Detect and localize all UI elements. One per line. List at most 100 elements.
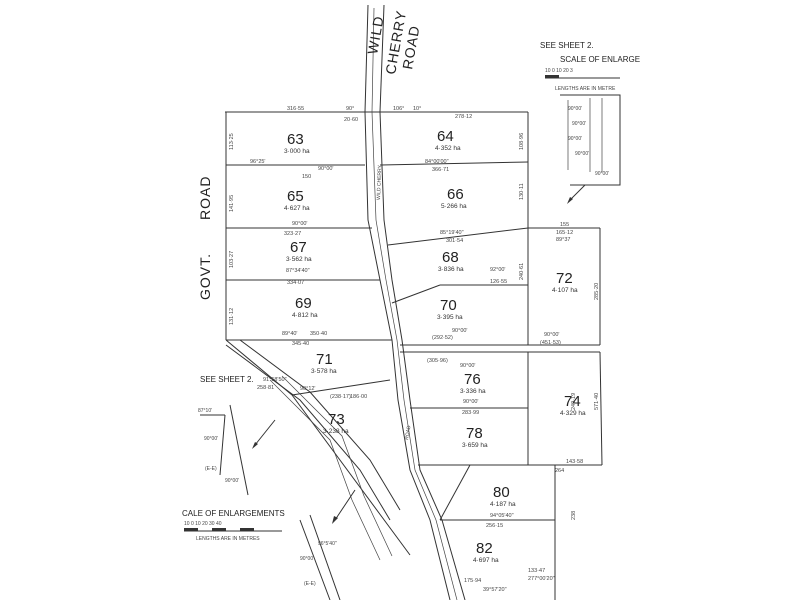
dim-label: 20·60 [344, 117, 358, 123]
dim-label: 90°00' [292, 221, 308, 227]
dim-label: 186·00 [350, 394, 367, 400]
dim-label: 256·15 [486, 523, 503, 529]
lot-73-area: 3·238 ha [323, 428, 349, 435]
lot-74-area: 4·329 ha [560, 410, 586, 417]
lot-65-number: 65 [287, 188, 304, 205]
dim-label: 94°05'40" [490, 513, 514, 519]
lot-labels: 63 3·000 ha 64 4·352 ha 65 4·627 ha 66 5… [284, 128, 586, 564]
dim-label: 277°00'20" [528, 576, 555, 582]
road-label-govt-road: ROAD [197, 176, 213, 220]
dim-label: 316·55 [287, 106, 304, 112]
lot-74-number: 74 [564, 393, 581, 410]
dim-label: 141·95 [229, 195, 235, 212]
inset-dim: 90°00' [225, 478, 239, 484]
road-labels: WILD CHERRY ROAD GOVT. ROAD WILD CHERRY … [197, 9, 423, 440]
dim-label: 90°00' [544, 332, 560, 338]
dim-label: 90° [346, 106, 354, 112]
dim-label: 366·71 [432, 167, 449, 173]
dim-label: 39°57'20" [483, 587, 507, 593]
lot-63-area: 3·000 ha [284, 148, 310, 155]
lot-67-area: 3·562 ha [286, 256, 312, 263]
dim-label: 278·12 [455, 114, 472, 120]
dim-label: 334·07 [287, 280, 304, 286]
dim-label: (305·96) [427, 358, 448, 364]
inset-dim: 87°10' [198, 408, 212, 414]
dim-label: 10° [413, 106, 421, 112]
lot-68-area: 3·836 ha [438, 266, 464, 273]
inset-dim: 90°00' [300, 556, 314, 562]
dim-label: 143·58 [566, 459, 583, 465]
lot-64-number: 64 [437, 128, 454, 145]
dim-label: 96°25' [250, 159, 266, 165]
dim-label: 131·12 [229, 308, 235, 325]
lot-69-area: 4·812 ha [292, 312, 318, 319]
dim-label: 249·19 [571, 393, 577, 410]
dim-label: 103·27 [229, 251, 235, 268]
lot-73-number: 73 [328, 411, 345, 428]
lot-72-area: 4·107 ha [552, 287, 578, 294]
arrow-head [332, 516, 338, 524]
dim-label: 91°58'50" [263, 377, 287, 383]
top-inset: SEE SHEET 2. SCALE OF ENLARGE 10 0 10 20… [540, 41, 640, 204]
lot-76-area: 3·336 ha [460, 388, 486, 395]
lot-80-area: 4·187 ha [490, 501, 516, 508]
dim-label: 90°00' [452, 328, 468, 334]
lot-76-number: 76 [464, 371, 481, 388]
wild-cherry-road [364, 4, 466, 600]
inset-dim: (E-E) [205, 466, 217, 472]
dim-label: 283·99 [462, 410, 479, 416]
lot-72-number: 72 [556, 270, 573, 287]
lot-71-number: 71 [316, 351, 333, 368]
scale-bottom-title: CALE OF ENLARGEMENTS [182, 509, 285, 518]
lot-80-number: 80 [493, 484, 510, 501]
lot-66-area: 5·266 ha [441, 203, 467, 210]
dim-label: 87°34'40" [286, 268, 310, 274]
dim-label: 323·27 [284, 231, 301, 237]
dim-label: 175·94 [464, 578, 481, 584]
inset-dim: 90°00' [568, 106, 582, 112]
see-sheet-top: SEE SHEET 2. [540, 41, 594, 50]
dim-label: 85°19'40" [440, 230, 464, 236]
lot-69-number: 69 [295, 295, 312, 312]
lot-63-number: 63 [287, 131, 304, 148]
dim-label: 240·61 [519, 263, 525, 280]
parcel-boundaries [225, 111, 603, 600]
dim-label: 89°40' [282, 331, 298, 337]
lot-82-number: 82 [476, 540, 493, 557]
dim-label: 345·40 [292, 341, 309, 347]
road-label-road: ROAD [399, 24, 422, 71]
lot-78-area: 3·659 ha [462, 442, 488, 449]
lot-70-area: 3·395 ha [437, 314, 463, 321]
scale-top-ticks: 10 0 10 20 3 [545, 68, 573, 74]
dim-label: 264 [555, 468, 564, 474]
lot-64-area: 4·352 ha [435, 145, 461, 152]
arrow-line [334, 489, 356, 521]
dim-label: 155 [560, 222, 569, 228]
bottom-scale: CALE OF ENLARGEMENTS 10 0 10 20 30 40 LE… [182, 509, 285, 542]
dim-label: 571·40 [594, 393, 600, 410]
scale-top-title: SCALE OF ENLARGE [560, 55, 640, 64]
dim-label: 130·11 [519, 183, 525, 200]
dim-label: 90°12' [300, 386, 316, 392]
dim-label: 90°00' [463, 399, 479, 405]
left-inset: SEE SHEET 2. 87°10' 90°00' (E-E) 90°00' [198, 375, 276, 496]
dim-label: 90°00' [318, 166, 334, 172]
dim-label: 301·54 [446, 238, 463, 244]
dim-label: 113·25 [229, 133, 235, 150]
see-sheet-left: SEE SHEET 2. [200, 375, 254, 384]
dim-label: 90°00' [460, 363, 476, 369]
dim-label: 258·81 [257, 385, 274, 391]
dim-label: 285·20 [594, 283, 600, 300]
lot-66-number: 66 [447, 186, 464, 203]
inset-dim: 90°00' [204, 436, 218, 442]
dim-label: (292·52) [432, 335, 453, 341]
inset-dim: 96°5'40" [318, 541, 337, 547]
lot-67-number: 67 [290, 239, 307, 256]
lower-road [225, 339, 401, 561]
dim-label: 165·12 [556, 230, 573, 236]
dim-label: (238·17) [330, 394, 351, 400]
dim-label: 108·96 [519, 133, 525, 150]
lot-82-area: 4·697 ha [473, 557, 499, 564]
lot-78-number: 78 [466, 425, 483, 442]
